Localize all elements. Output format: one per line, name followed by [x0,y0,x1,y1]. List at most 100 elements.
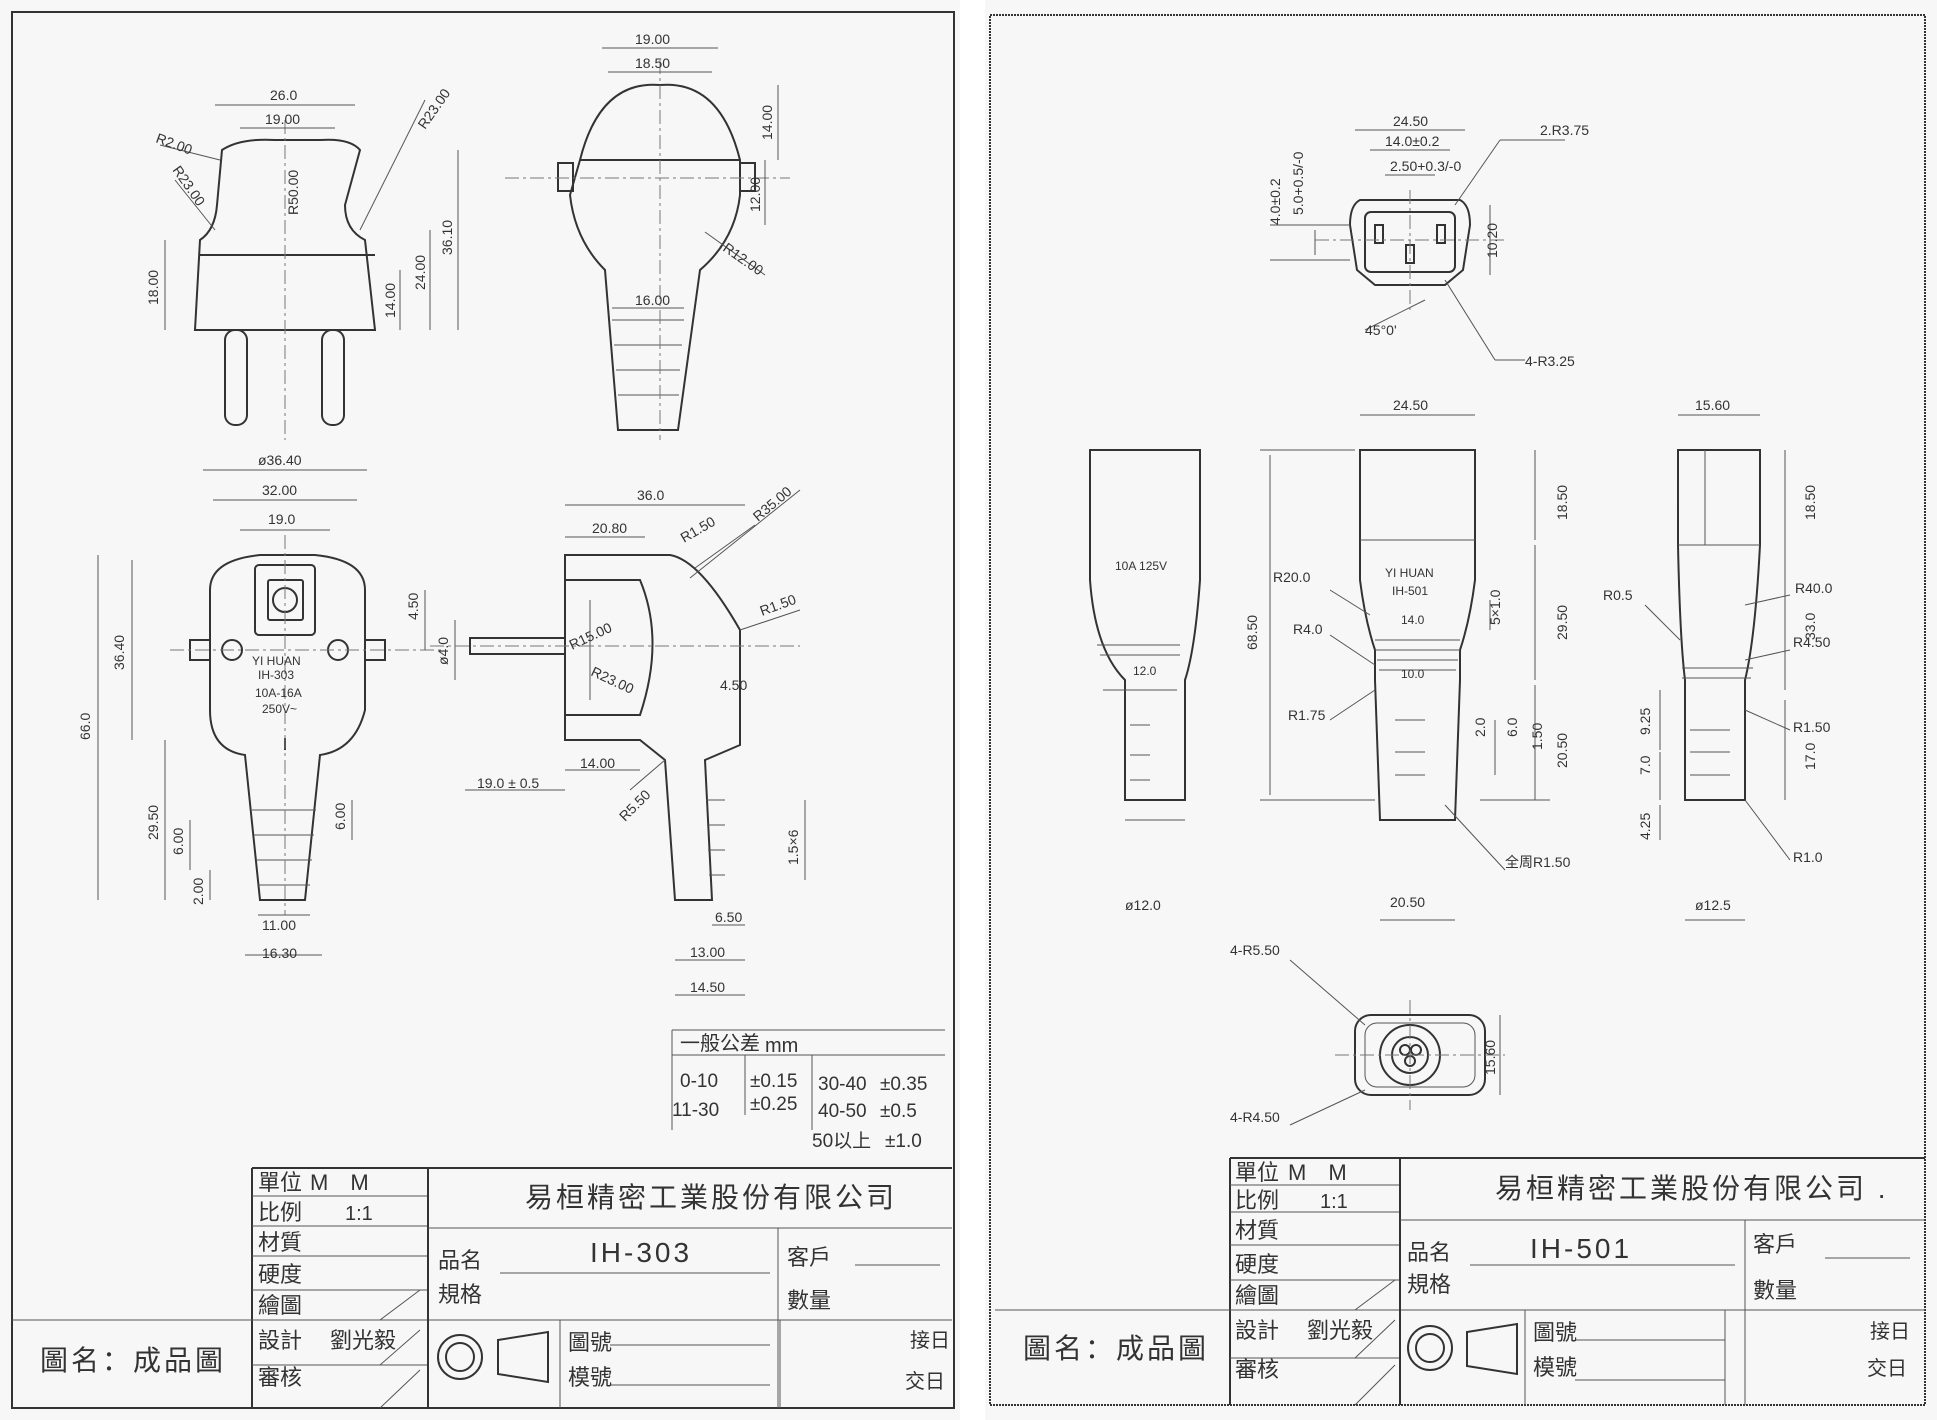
product-marking: YI HUAN [1385,566,1434,580]
dim-label: 36.0 [637,487,664,503]
spec-label: 規格 [1407,1272,1451,1297]
dim-label: R1.50 [758,591,799,619]
dim-label: 2.50+0.3/-0 [1390,158,1461,174]
product-name: IH-501 [1530,1233,1632,1264]
customer-label: 客戶 [787,1245,831,1270]
tolerance-range: 11-30 [672,1100,719,1121]
dim-label: 5×1.0 [1487,589,1503,625]
dim-label: 16.00 [635,292,670,308]
unit-value: M M [310,1170,369,1195]
tolerance-unit: mm [765,1035,798,1057]
dim-label: 29.50 [1554,605,1570,640]
dim-label: 24.50 [1393,397,1428,413]
ih303-drawing: 26.0 19.00 R2.00 R23.00 R50.00 R23.00 18… [11,11,955,1409]
product-marking: YI HUAN [252,654,301,668]
dim-label: 11.00 [262,917,296,933]
scale-label: 比例 [258,1200,302,1225]
dim-label: R50.00 [285,170,301,215]
dim-label: 29.50 [145,805,161,840]
connector-front-view [1260,414,1550,921]
dim-label: 2.R3.75 [1540,122,1589,138]
dim-label: 24.00 [412,255,428,290]
dim-label: 5.0+0.5/-0 [1290,151,1306,215]
connector-side-view [1644,414,1791,921]
dim-label: 4-R5.50 [1230,942,1280,958]
deliver-date-label: 交日 [1867,1357,1907,1380]
design-label: 設計 [258,1328,302,1353]
plug-side-view [430,489,806,996]
dim-label: 6.00 [170,828,186,855]
dim-label: 2.0 [1472,717,1488,737]
receive-date-label: 接日 [1870,1320,1910,1343]
dim-label: 19.00 [265,111,300,127]
title-block [995,1157,1925,1406]
dim-label: 19.0 [268,511,295,527]
product-marking: IH-303 [258,668,294,682]
dim-label: 4.0±0.2 [1267,178,1283,225]
tolerance-range: 30-40 [818,1074,867,1095]
tolerance-value: ±0.35 [880,1074,927,1095]
dim-label: 16.30 [262,945,297,961]
deliver-date-label: 交日 [905,1370,945,1393]
drawing-number-label: 圖號 [1533,1320,1577,1345]
mold-number-label: 模號 [568,1365,612,1390]
customer-label: 客戶 [1753,1232,1797,1257]
tolerance-value: ±0.25 [750,1094,797,1115]
dim-label: 15.60 [1482,1040,1498,1075]
scale-value: 1:1 [1320,1191,1348,1213]
dim-label: R12.00 [720,239,766,278]
dim-label: 66.0 [77,713,93,740]
dim-label: R20.0 [1273,569,1311,585]
hardness-label: 硬度 [258,1262,302,1287]
dim-label: 4-R4.50 [1230,1109,1280,1125]
dim-label: R1.75 [1288,707,1326,723]
dim-label: 1.5×6 [785,829,801,865]
dim-label: 6.00 [332,803,348,830]
tolerance-range: 40-50 [818,1101,867,1122]
tolerance-range: 50以上 [812,1130,871,1152]
drawn-label: 繪圖 [1235,1283,1279,1308]
tolerance-title: 一般公差 [680,1032,760,1055]
title-block [12,1167,952,1409]
drawing-name: 圖名：成品圖 [1023,1333,1209,1364]
dim-label: R0.5 [1603,587,1633,603]
review-label: 審核 [1235,1357,1279,1382]
dim-label: R40.0 [1795,580,1833,596]
dim-label: R1.50 [678,513,719,546]
material-label: 材質 [258,1230,302,1255]
dim-label: R1.50 [1793,719,1831,735]
drawn-label: 繪圖 [258,1293,302,1318]
dim-label: R5.50 [616,786,654,824]
tolerance-table [671,1029,945,1130]
dim-label: 18.50 [1554,485,1570,520]
plug-face-view [97,469,456,956]
tolerance-value: ±0.5 [880,1101,917,1122]
sheet-border [989,14,1926,1406]
dim-label: 20.50 [1390,894,1425,910]
dim-label: R2.00 [154,130,195,158]
drawing-sheet-ih501: 24.50 14.0±0.2 2.50+0.3/-0 2.R3.75 4.0±0… [985,0,1937,1420]
dim-label: R35.00 [750,483,795,524]
dim-label: R4.0 [1293,621,1323,637]
spec-label: 規格 [438,1282,482,1307]
dim-label: 68.50 [1244,615,1260,650]
dim-label: 33.0 [1802,613,1818,640]
dim-label: 12.00 [747,177,763,212]
dim-label: 10.20 [1484,223,1500,258]
dim-label: 18.00 [145,270,161,305]
dim-label: 19.00 [635,31,670,47]
dim-label: 6.0 [1504,717,1520,737]
dim-label: 1.50 [1529,723,1545,750]
dim-label: 9.25 [1637,708,1653,735]
sheet-border [11,11,955,1409]
unit-label: 單位 [258,1170,302,1195]
dim-label: 15.60 [1695,397,1730,413]
dim-label: 36.10 [439,220,455,255]
dim-label: 4-R3.25 [1525,353,1575,369]
quantity-label: 數量 [1753,1278,1797,1303]
design-label: 設計 [1235,1318,1279,1343]
product-label: 品名 [1407,1240,1451,1265]
connector-left-view [1089,449,1201,821]
scale-label: 比例 [1235,1188,1279,1213]
dim-label: 14.00 [759,105,775,140]
